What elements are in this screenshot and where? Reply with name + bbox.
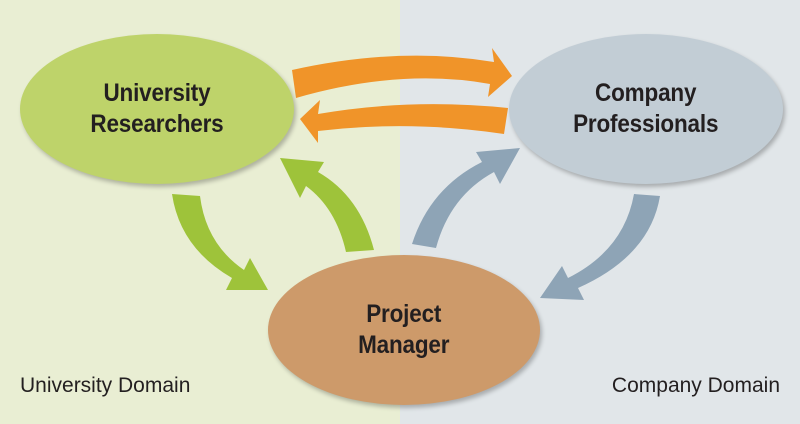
project-manager-node: Project Manager: [268, 255, 540, 405]
university-researchers-label: University Researchers: [90, 79, 224, 138]
company-professionals-label: Company Professionals: [573, 79, 719, 138]
arrow-manager-to-university: [280, 158, 374, 252]
arrow-company-to-university: [300, 100, 508, 143]
arrow-university-to-manager: [172, 194, 268, 290]
university-domain-label: University Domain: [20, 374, 191, 397]
university-researchers-node: University Researchers: [20, 34, 294, 184]
company-domain-label: Company Domain: [611, 374, 780, 397]
project-manager-label: Project Manager: [358, 300, 450, 359]
arrow-manager-to-company: [412, 148, 520, 248]
arrow-company-to-manager: [540, 194, 660, 300]
company-professionals-node: Company Professionals: [509, 34, 783, 184]
arrow-university-to-company: [292, 48, 512, 98]
